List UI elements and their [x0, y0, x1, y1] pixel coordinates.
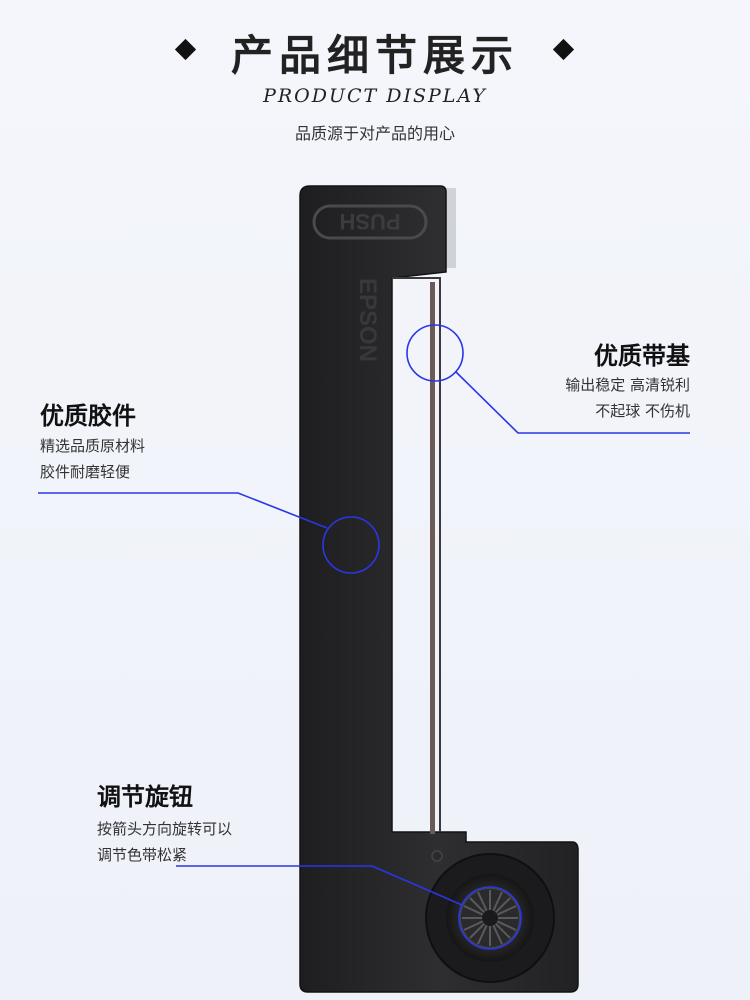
plastic-desc-1: 精选品质原材料: [40, 437, 146, 455]
push-label: PUSH: [339, 209, 400, 234]
plastic-desc-2: 胶件耐磨轻便: [40, 463, 131, 481]
ribbon-base-title: 优质带基: [594, 342, 690, 370]
knob-desc-1: 按箭头方向旋转可以: [97, 820, 233, 838]
ribbon-base-desc-1: 输出稳定 高清锐利: [565, 376, 690, 394]
plastic-title: 优质胶件: [40, 402, 136, 430]
ribbon-base-desc-2: 不起球 不伤机: [595, 402, 690, 420]
brand-emboss: EPSON: [354, 278, 381, 362]
knob-title: 调节旋钮: [97, 783, 193, 811]
page-title: 产品细节展示: [230, 31, 519, 80]
subtitle-english: PRODUCT DISPLAY: [263, 85, 487, 107]
knob-desc-2: 调节色带松紧: [97, 846, 188, 864]
subtitle-chinese: 品质源于对产品的用心: [294, 124, 455, 143]
